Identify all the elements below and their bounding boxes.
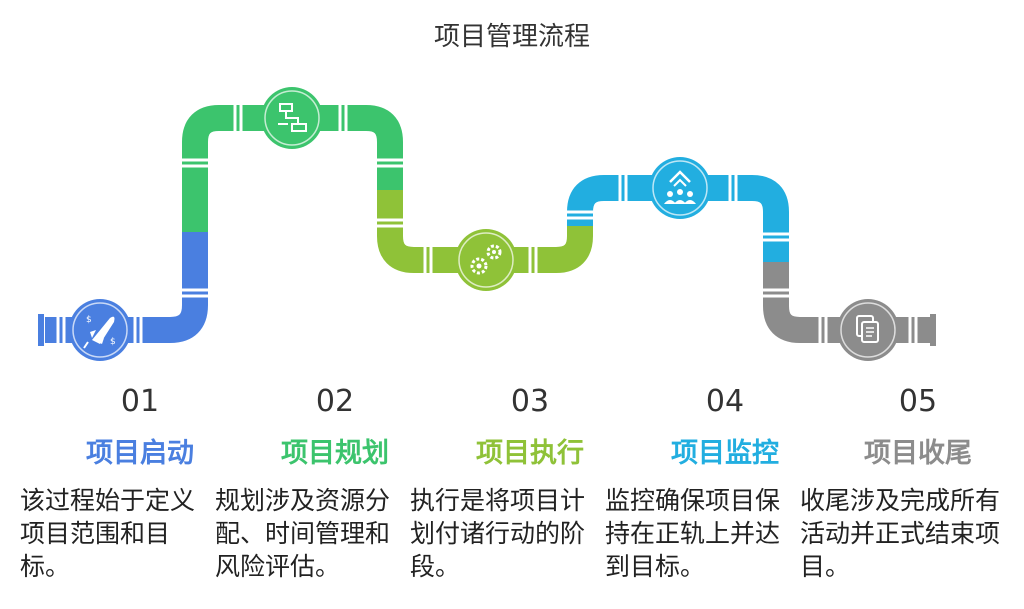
team-growth-icon (649, 157, 711, 219)
step-number: 03 (510, 384, 550, 419)
pipe-end-cap (930, 314, 936, 346)
svg-text:$: $ (110, 337, 116, 347)
pipe-segment-5 (763, 262, 930, 343)
flowchart-icon (261, 87, 323, 149)
step-4-description: 监控确保项目保持在正轨上并达到目标。 (605, 486, 781, 581)
step-3-description: 执行是将项目计划付诸行动的阶段。 (410, 486, 586, 581)
step-number: 05 (898, 384, 938, 419)
step-number: 01 (120, 384, 160, 419)
step-name: 项目监控 (671, 438, 779, 469)
pipe-joints (56, 102, 918, 346)
step-5: 05 项目收尾 (864, 384, 1024, 470)
step-5-description: 收尾涉及完成所有活动并正式结束项目。 (800, 486, 1001, 581)
step-name: 项目收尾 (864, 438, 972, 469)
pipe-start-cap (38, 314, 44, 346)
step-2: 02 项目规划 (281, 384, 555, 470)
diagram-title: 项目管理流程 (433, 22, 590, 52)
step-name: 项目执行 (476, 438, 584, 469)
step-4: 04 项目监控 (671, 384, 945, 470)
pipe-segment-1 (45, 232, 208, 343)
step-3: 03 项目执行 (476, 384, 750, 470)
documents-icon (837, 299, 899, 361)
step-name: 项目规划 (281, 438, 389, 469)
step-name: 项目启动 (86, 438, 194, 469)
step-number: 04 (705, 384, 745, 419)
step-2-description: 规划涉及资源分配、时间管理和风险评估。 (215, 486, 391, 581)
step-1-description: 该过程始于定义项目范围和目标。 (20, 486, 196, 581)
gears-icon (455, 229, 517, 291)
step-number: 02 (315, 384, 355, 419)
pipeline-graphic: $ $ (38, 87, 936, 361)
step-1: 01 项目启动 (86, 384, 360, 470)
rocket-icon: $ $ (69, 299, 131, 361)
svg-text:$: $ (86, 315, 92, 325)
